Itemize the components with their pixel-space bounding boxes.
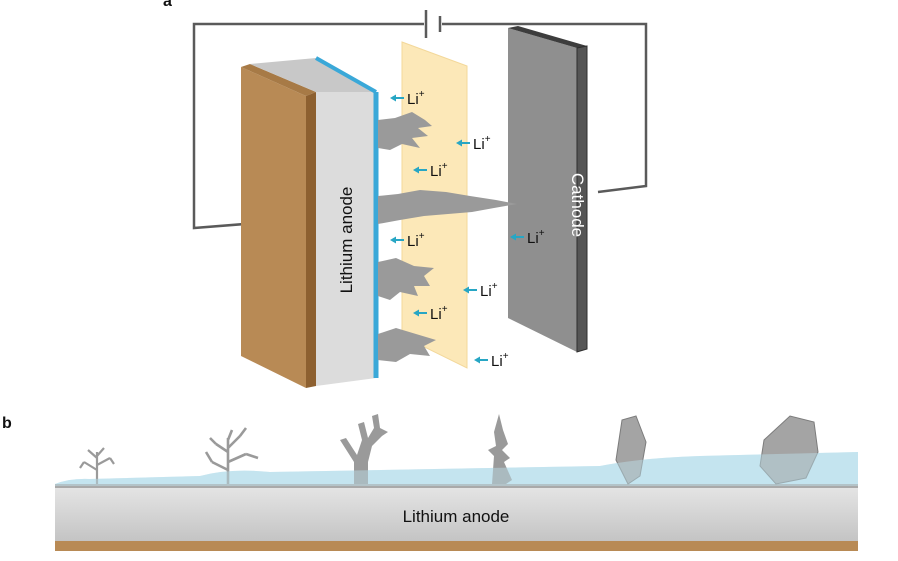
dendrite bbox=[378, 258, 434, 300]
dendrite-stage bbox=[79, 447, 115, 484]
dendrite-stage bbox=[488, 414, 512, 484]
li-ion-arrow: Li+ bbox=[413, 161, 448, 180]
li-ion-arrow: Li+ bbox=[390, 231, 425, 250]
panel-b-label: b bbox=[2, 415, 12, 432]
copper-current-collector bbox=[241, 64, 316, 388]
dendrite-sequence bbox=[79, 414, 819, 485]
li-ion-arrow: Li+ bbox=[413, 304, 448, 323]
li-ion-arrow: Li+ bbox=[390, 89, 425, 108]
lithium-anode-b bbox=[55, 488, 858, 541]
anode-label-a: Lithium anode bbox=[337, 187, 356, 294]
li-ion-arrows: Li+ Li+ Li+ Li+ Li+ Li+ bbox=[390, 89, 545, 370]
li-ion-label: Li+ bbox=[491, 351, 509, 370]
dendrite bbox=[378, 328, 436, 362]
li-ion-label: Li+ bbox=[407, 231, 425, 250]
dendrite-stage bbox=[615, 415, 647, 485]
dendrites-a bbox=[378, 112, 517, 362]
circuit-wire bbox=[192, 22, 648, 230]
cathode-block bbox=[508, 26, 588, 353]
lithium-anode-block bbox=[250, 56, 379, 386]
li-ion-label: Li+ bbox=[430, 161, 448, 180]
panel-a-label: a bbox=[163, 0, 172, 10]
li-ion-label: Li+ bbox=[480, 281, 498, 300]
electrolyte-overlay bbox=[55, 452, 858, 486]
li-ion-arrow: Li+ bbox=[510, 228, 545, 247]
li-ion-label: Li+ bbox=[430, 304, 448, 323]
dendrite bbox=[378, 112, 432, 150]
anode-label-b: Lithium anode bbox=[403, 507, 510, 526]
cathode-label: Cathode bbox=[568, 173, 587, 237]
dendrite bbox=[378, 190, 517, 224]
dendrite-stage bbox=[340, 414, 388, 484]
dendrite-stage bbox=[204, 427, 259, 484]
li-ion-label: Li+ bbox=[407, 89, 425, 108]
power-source-icon bbox=[424, 10, 442, 38]
electrolyte-layer bbox=[55, 452, 858, 486]
li-ion-arrow: Li+ bbox=[456, 134, 491, 153]
li-ion-label: Li+ bbox=[473, 134, 491, 153]
li-ion-arrow: Li+ bbox=[463, 281, 498, 300]
li-ion-label: Li+ bbox=[527, 228, 545, 247]
anode-bar-b bbox=[55, 484, 858, 489]
dendrite-stage bbox=[759, 415, 819, 485]
copper-layer-b bbox=[55, 541, 858, 551]
li-ion-arrow: Li+ bbox=[474, 351, 509, 370]
